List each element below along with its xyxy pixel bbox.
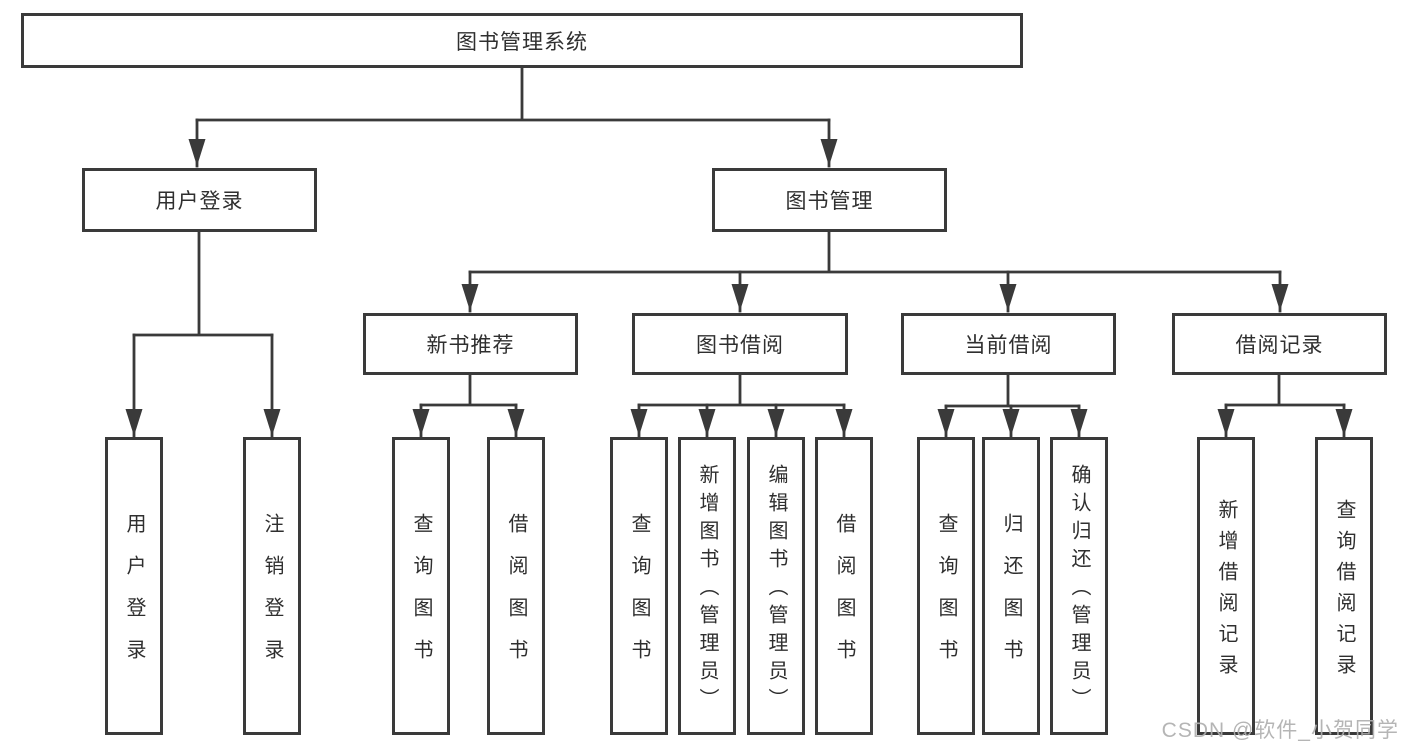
node-leaf-newbook-borrow-books: 借阅图书 <box>487 437 545 735</box>
node-label: 新增图书（管理员） <box>696 464 718 716</box>
node-leaf-newbook-query-books: 查询图书 <box>392 437 450 735</box>
node-book-management-branch: 图书管理 <box>712 168 947 232</box>
node-label: 查询图书 <box>628 513 650 681</box>
node-label: 用户登录 <box>155 190 244 213</box>
node-leaf-add-books-admin: 新增图书（管理员） <box>678 437 736 735</box>
node-borrow-record: 借阅记录 <box>1172 313 1387 375</box>
node-leaf-borrow-query-books: 查询图书 <box>610 437 668 735</box>
node-label: 当前借阅 <box>964 334 1053 357</box>
node-label: 注销登录 <box>261 513 283 681</box>
node-leaf-borrow-books: 借阅图书 <box>815 437 873 735</box>
connector-root <box>188 66 838 168</box>
node-new-book-recommend: 新书推荐 <box>363 313 578 375</box>
node-label: 查询图书 <box>935 513 957 681</box>
node-user-login-branch: 用户登录 <box>82 168 317 232</box>
node-label: 归还图书 <box>1000 513 1022 681</box>
connector-borrow-record <box>1217 373 1353 438</box>
connector-new-book <box>412 373 525 438</box>
node-label: 新增借阅记录 <box>1215 498 1237 685</box>
node-label: 图书管理系统 <box>456 30 588 54</box>
connector-book-management <box>461 230 1289 313</box>
node-leaf-query-borrow-record: 查询借阅记录 <box>1315 437 1373 735</box>
node-leaf-user-login: 用户登录 <box>105 437 163 735</box>
node-current-borrow: 当前借阅 <box>901 313 1116 375</box>
node-label: 图书管理 <box>785 190 874 213</box>
node-label: 借阅记录 <box>1235 334 1324 357</box>
node-label: 用户登录 <box>123 513 145 681</box>
node-leaf-add-borrow-record: 新增借阅记录 <box>1197 437 1255 735</box>
connector-user-login <box>125 230 281 438</box>
node-label: 查询借阅记录 <box>1333 498 1355 685</box>
node-leaf-logout: 注销登录 <box>243 437 301 735</box>
node-book-borrow: 图书借阅 <box>632 313 848 375</box>
node-label: 确认归还（管理员） <box>1068 464 1090 716</box>
node-system-root: 图书管理系统 <box>21 13 1023 68</box>
connector-book-borrow <box>630 373 853 438</box>
node-leaf-edit-books-admin: 编辑图书（管理员） <box>747 437 805 735</box>
node-leaf-confirm-return-admin: 确认归还（管理员） <box>1050 437 1108 735</box>
node-leaf-current-query-books: 查询图书 <box>917 437 975 735</box>
node-label: 新书推荐 <box>426 334 515 357</box>
csdn-watermark: CSDN @软件_小贺同学 <box>1161 719 1399 742</box>
node-label: 借阅图书 <box>505 513 527 681</box>
node-label: 图书借阅 <box>696 334 784 357</box>
node-label: 查询图书 <box>410 513 432 681</box>
connector-current-borrow <box>937 373 1088 438</box>
node-label: 借阅图书 <box>833 513 855 681</box>
node-label: 编辑图书（管理员） <box>765 464 787 716</box>
node-leaf-return-books: 归还图书 <box>982 437 1040 735</box>
